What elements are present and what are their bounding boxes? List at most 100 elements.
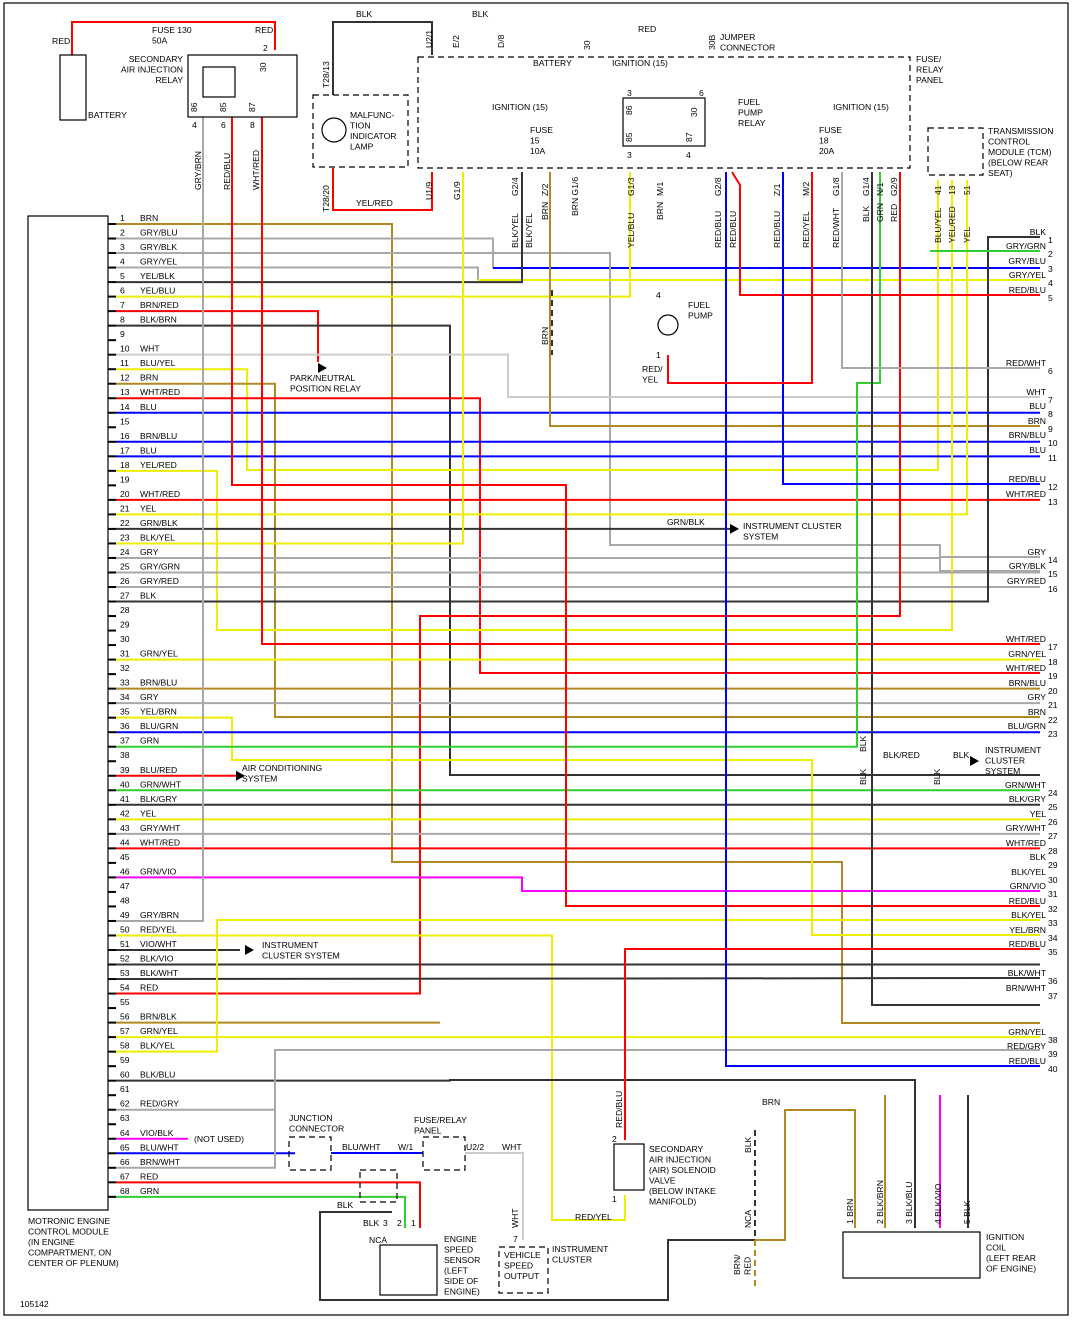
tcm-pin-color: WHT	[1026, 387, 1046, 397]
ecm-pin-number: 34	[120, 692, 130, 702]
ecm-pin-number: 3	[120, 242, 125, 252]
ecm-pin-color: BRN/RED	[140, 300, 179, 310]
label-c3: 3 BLK/BLU	[904, 1181, 914, 1224]
wire	[116, 117, 204, 922]
ecm-pin-color: YEL/BLU	[140, 286, 175, 296]
tcm-pin-number: 38	[1048, 1035, 1058, 1045]
tcm-pin-color: RED/BLU	[1009, 939, 1046, 949]
ecm-pin-color: GRY	[140, 547, 159, 557]
label-blk8: BLK	[363, 1218, 380, 1228]
label-w-redblu2: RED/BLU	[728, 211, 738, 248]
ecm-pin-number: 46	[120, 866, 130, 876]
label-fpr: PUMP	[738, 108, 763, 118]
wire	[116, 1195, 406, 1228]
label-fp-redyel: YEL	[642, 375, 658, 385]
tcm-pin-number: 29	[1048, 860, 1058, 870]
ecm-pin-number: 11	[120, 358, 129, 368]
wire	[116, 716, 1040, 936]
lamp-icon	[321, 117, 347, 143]
ecm-pin-color: BLK/WHT	[140, 968, 179, 978]
ecm-pin-number: 14	[120, 402, 130, 412]
label-icl: INSTRUMENT	[552, 1244, 609, 1254]
ecm-pin-color: BLK/YEL	[140, 1041, 175, 1051]
label-g28: G2/8	[713, 177, 723, 196]
wire	[116, 324, 1040, 776]
ecm-pin-color: RED/GRY	[140, 1099, 179, 1109]
label-panel: FUSE/	[916, 54, 942, 64]
tcm-pin-color: BLK	[1030, 852, 1047, 862]
ecm-pin-number: 29	[120, 620, 130, 630]
ecm-pin-number: 6	[120, 286, 125, 296]
tcm-pin-number: 39	[1048, 1049, 1058, 1059]
tcm-pin-color: BLU	[1029, 401, 1046, 411]
ecm-pin-color: BLK/GRY	[140, 794, 177, 804]
ecm-pin-number: 20	[120, 489, 130, 499]
ecm-box	[27, 215, 109, 1211]
tcm-pin-color: GRY/BLK	[1009, 561, 1046, 571]
tcm-pin-color: BRN/WHT	[1006, 983, 1047, 993]
ecm-pin-number: 66	[120, 1157, 130, 1167]
label-fpump: PUMP	[688, 311, 713, 321]
ecm-pin-number: 4	[120, 257, 125, 267]
wire	[319, 1211, 755, 1301]
tcm-pin-color: RED/BLU	[1009, 285, 1046, 295]
label-wht1: WHT	[502, 1142, 522, 1152]
label-blk5: BLK	[858, 768, 868, 785]
ecm-pin-number: 42	[120, 808, 130, 818]
label-c1: 1 BRN	[845, 1199, 855, 1224]
label-fp-redyel: RED/	[642, 364, 663, 374]
wire	[116, 1050, 276, 1169]
label-ac: AIR CONDITIONING	[242, 763, 323, 773]
ignition-coil-box	[842, 1231, 981, 1279]
label-ic2: INSTRUMENT	[985, 745, 1042, 755]
wire	[871, 172, 1040, 1006]
tcm-pin-number: 3	[1048, 264, 1053, 274]
ecm-pin-color: GRN/YEL	[140, 649, 178, 659]
label-u19: U1/9	[424, 182, 434, 200]
tcm-pin-number: 17	[1048, 642, 1058, 652]
ecm-pin-color: GRN	[140, 736, 159, 746]
tcm-pin-number: 1	[1048, 235, 1053, 245]
ecm-pin-color: GRN/WHT	[140, 779, 182, 789]
tcm-pin-number: 13	[1048, 497, 1058, 507]
wire	[261, 117, 1040, 645]
label-n1: N/1	[875, 182, 885, 196]
ecm-pin-number: 33	[120, 678, 130, 688]
ecm-pin-color: GRN/BLK	[140, 518, 178, 528]
label-sair-relay: RELAY	[155, 75, 183, 85]
wire	[332, 168, 433, 211]
ecm-pin-color: GRN/VIO	[140, 866, 177, 876]
label-pnp: PARK/NEUTRAL	[290, 373, 355, 383]
mil-box	[312, 94, 409, 168]
label-jc: CONNECTOR	[289, 1124, 344, 1134]
wire	[782, 172, 1040, 485]
label-fp-1: 1	[656, 350, 661, 360]
ecm-pin-number: 32	[120, 663, 130, 673]
label-g16: BRN G1/6	[570, 177, 580, 216]
ecm-pin-color: BLK/BRN	[140, 315, 177, 325]
tcm-pin-number: 5	[1048, 293, 1053, 303]
ecm-pin-color: GRY/BLK	[140, 242, 177, 252]
ecm-title: MOTRONIC ENGINE	[28, 1216, 110, 1226]
label-fp-4: 4	[656, 290, 661, 300]
vehicle-speed-output-box	[498, 1246, 549, 1294]
arrow-to-ac-system	[236, 770, 245, 781]
label-pnp: POSITION RELAY	[290, 384, 361, 394]
label-e2: E/2	[451, 35, 461, 48]
tcm-top-pin-number: 51	[962, 185, 972, 195]
ecm-pin-number: 13	[120, 387, 130, 397]
label-battery-red: RED	[52, 36, 70, 46]
ecm-pin-color: YEL	[140, 808, 156, 818]
label-v7: 7	[513, 1234, 518, 1244]
ecm-pin-color: WHT	[140, 344, 160, 354]
label-ess: ENGINE	[444, 1234, 477, 1244]
wire	[116, 236, 1040, 603]
tcm-pin-number: 16	[1048, 584, 1058, 594]
label-z1: Z/1	[772, 183, 782, 196]
tcm-pin-number: 31	[1048, 889, 1058, 899]
tcm-pin-color: GRY/BLU	[1008, 256, 1046, 266]
label-r30: 30	[258, 62, 268, 72]
tcm-pin-number: 19	[1048, 671, 1058, 681]
ecm-pin-number: 53	[120, 968, 130, 978]
tcm-pin-color: BLK/YEL	[1011, 910, 1046, 920]
